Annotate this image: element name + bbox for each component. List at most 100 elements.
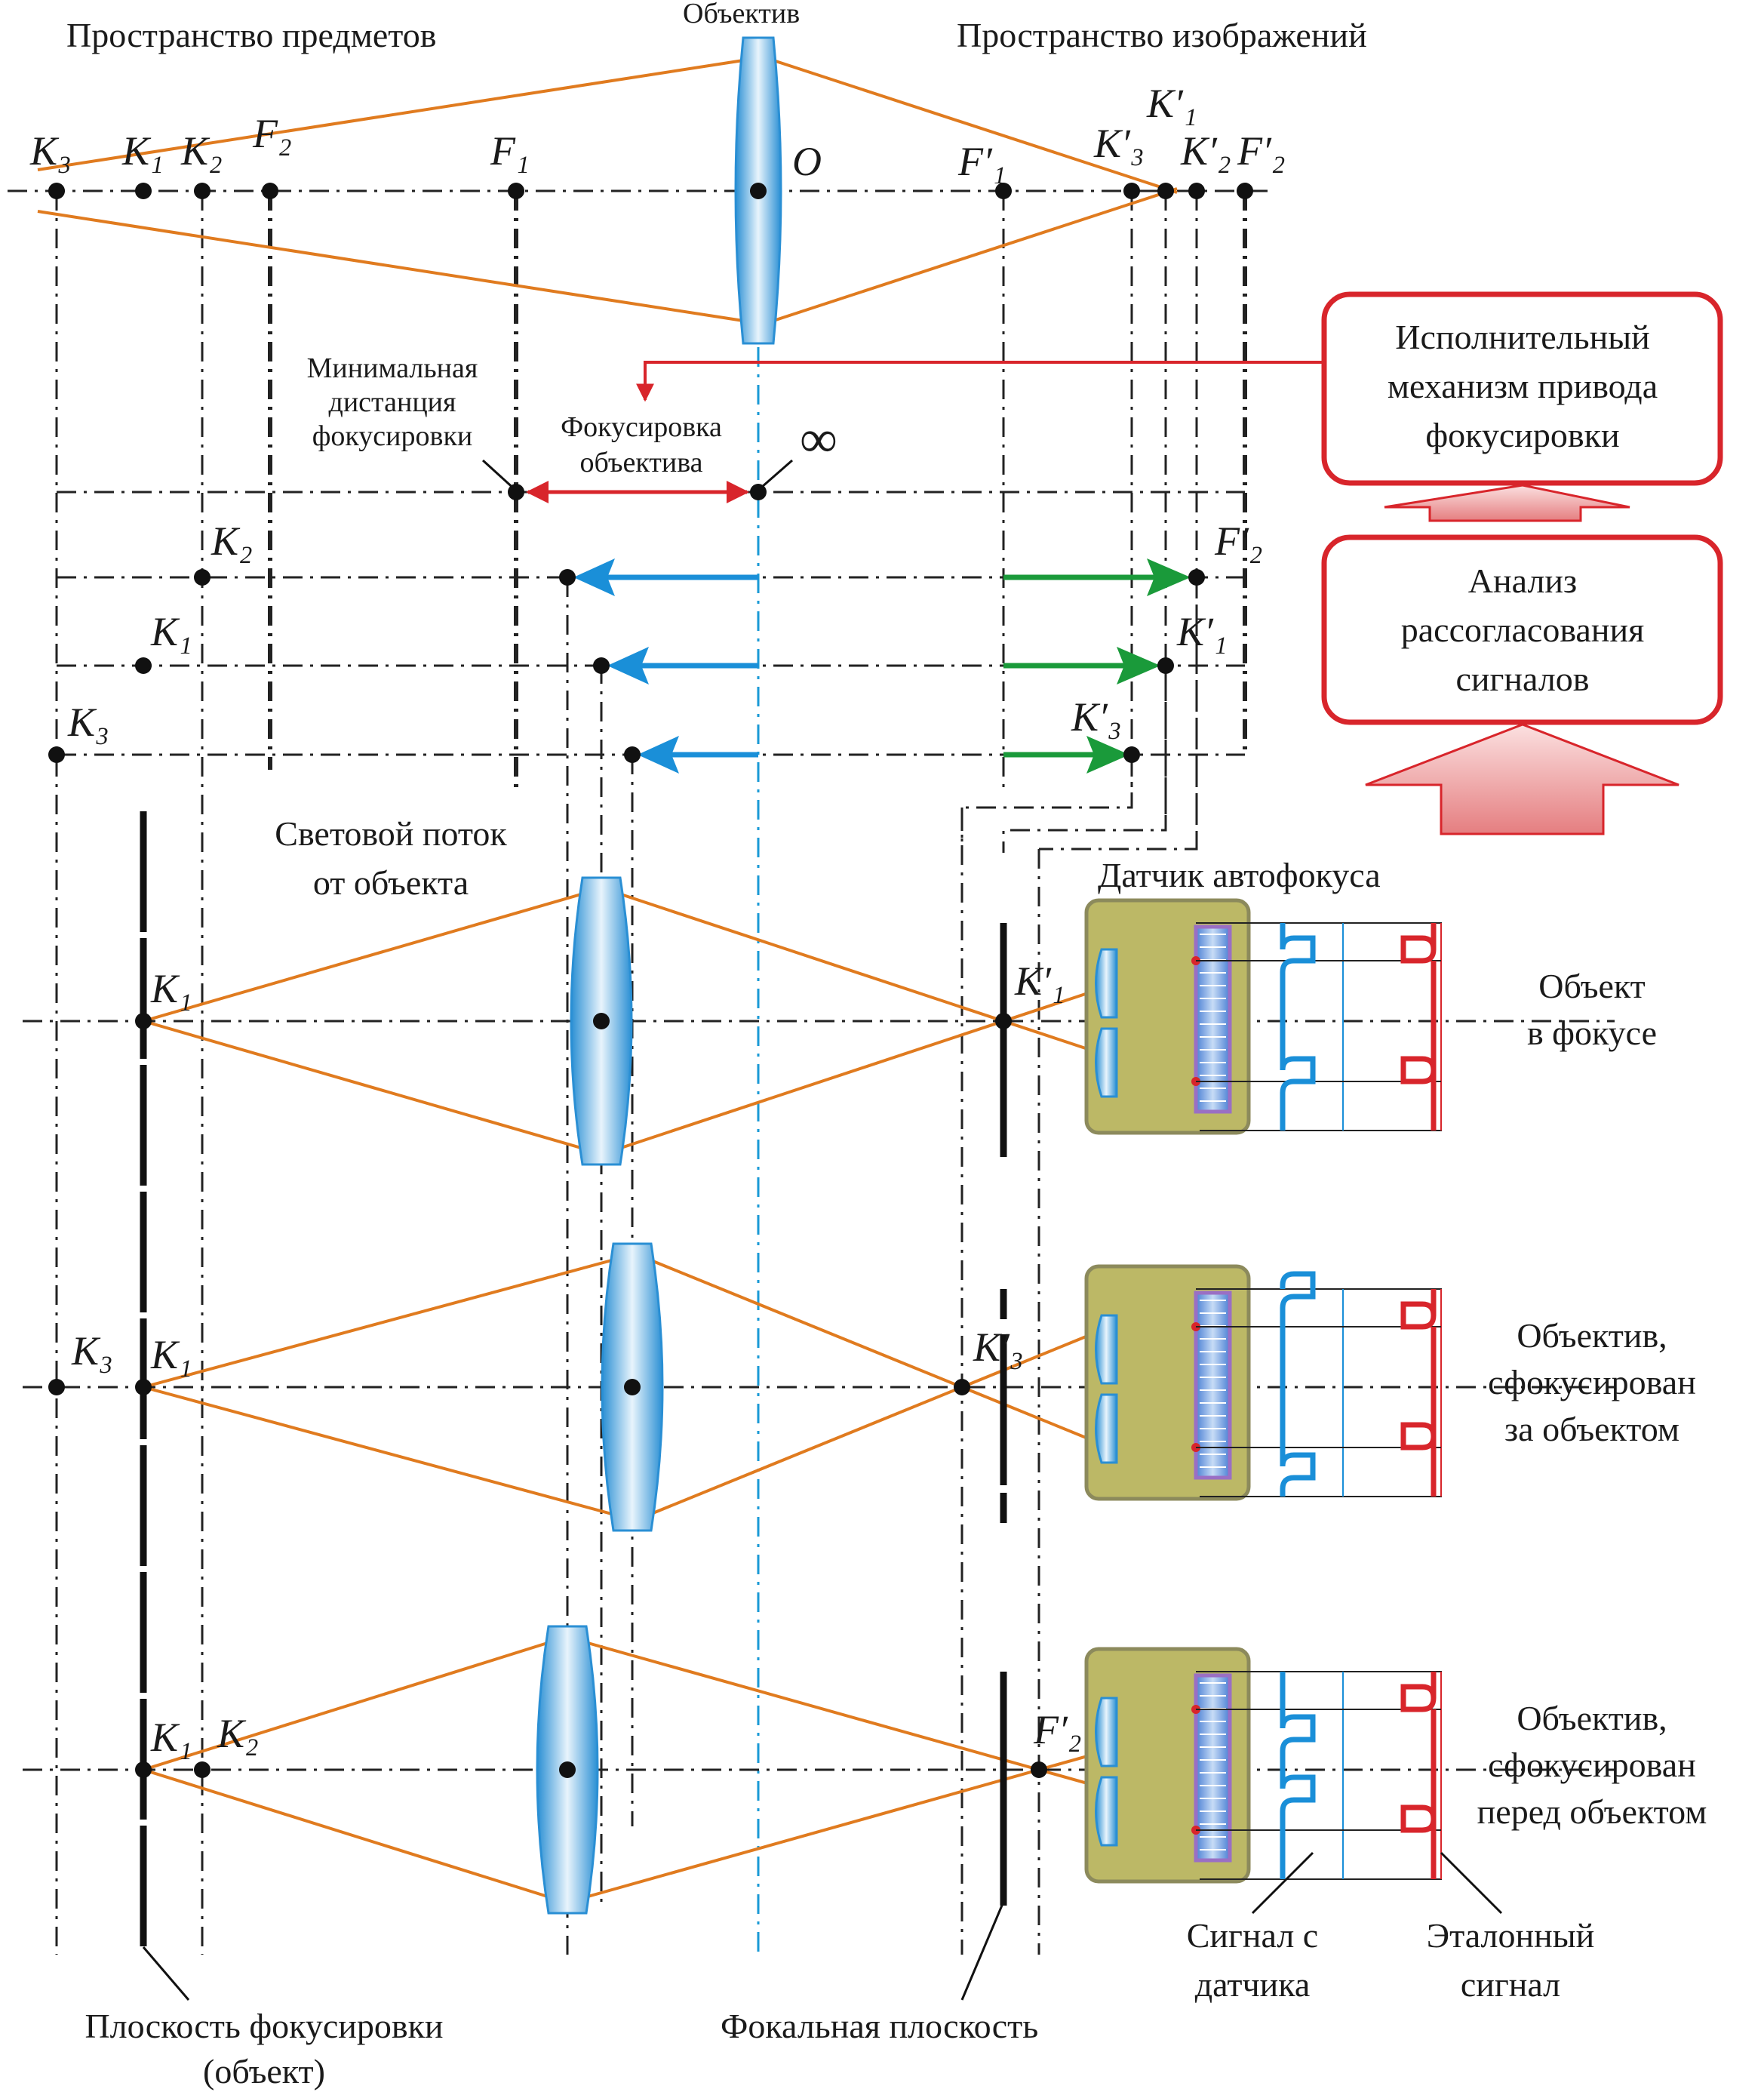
extra-point bbox=[194, 1761, 211, 1778]
analysis-line-2: рассогласования bbox=[1401, 611, 1645, 649]
reference-signal-label: Эталонный сигнал bbox=[1427, 1916, 1595, 2004]
sensor-signal-curve bbox=[1280, 1271, 1316, 1497]
ray bbox=[143, 1768, 553, 1900]
label-F1p: F′₁ bbox=[957, 139, 1006, 184]
label-K2p: K′₂ bbox=[1180, 128, 1231, 174]
light-flux-label: Световой поток от объекта bbox=[275, 814, 507, 902]
row-caption-line: перед объектом bbox=[1477, 1792, 1707, 1831]
ray bbox=[143, 1386, 618, 1517]
lens-focus-label: Фокусировка объектива bbox=[561, 411, 722, 478]
focus-plane-leader bbox=[142, 1946, 190, 2001]
arrow-analysis-to-actuator bbox=[1384, 484, 1630, 522]
object-point bbox=[135, 1761, 152, 1778]
row-caption-line: Объектив, bbox=[1517, 1316, 1667, 1355]
actuator-link bbox=[636, 361, 1324, 402]
actuator-box bbox=[1321, 291, 1723, 486]
label-K1p: K′₁ bbox=[1146, 81, 1197, 126]
ray bbox=[143, 1020, 587, 1151]
label-K1: K₁ bbox=[121, 128, 164, 174]
label-K3p: K′₃ bbox=[1093, 121, 1145, 166]
focal-plane-leader bbox=[960, 1901, 1005, 2001]
ray bbox=[143, 891, 587, 1023]
focus-range bbox=[481, 459, 793, 503]
reference-signal-line-2: сигнал bbox=[1461, 1965, 1560, 2004]
sensor-signal-line-2: датчика bbox=[1195, 1965, 1311, 2004]
arrow-to-analysis bbox=[1365, 723, 1679, 835]
reference-signal-curve bbox=[1400, 1289, 1437, 1497]
lens-focus-line-2: объектива bbox=[579, 447, 702, 478]
ray bbox=[143, 1640, 553, 1771]
analysis-line-3: сигналов bbox=[1455, 660, 1589, 698]
image-point bbox=[954, 1379, 970, 1395]
sensor-microlens bbox=[1095, 1776, 1118, 1847]
row-object-label: K₁ bbox=[150, 966, 192, 1011]
scale-F2p: F′₂ bbox=[1214, 518, 1263, 564]
ray bbox=[143, 1257, 618, 1389]
extra-point bbox=[48, 1379, 65, 1395]
actuator-line-2: механизм привода bbox=[1388, 367, 1658, 405]
label-K3: K₃ bbox=[29, 128, 72, 174]
lens-focus-line-1: Фокусировка bbox=[561, 411, 722, 443]
focal-plane-label: Фокальная плоскость bbox=[721, 2007, 1038, 2045]
header-object-space: Пространство предметов bbox=[66, 16, 436, 54]
row-extra-label: K₃ bbox=[71, 1328, 113, 1374]
top-points bbox=[48, 183, 1253, 199]
object-point bbox=[135, 1379, 152, 1395]
analysis-line-1: Анализ bbox=[1468, 561, 1577, 600]
min-distance-label: Минимальная дистанция фокусировки bbox=[307, 352, 478, 452]
reference-signal-line-1: Эталонный bbox=[1427, 1916, 1595, 1955]
label-K2: K₂ bbox=[180, 128, 223, 174]
image-point bbox=[1031, 1761, 1047, 1778]
row-caption-line: в фокусе bbox=[1527, 1014, 1657, 1052]
lens-center-point bbox=[593, 1013, 610, 1029]
rows-layer bbox=[23, 876, 1615, 1915]
row-image-label: K′₁ bbox=[1014, 958, 1065, 1004]
scale-K2: K₂ bbox=[211, 518, 253, 564]
light-flux-line-1: Световой поток bbox=[275, 814, 507, 853]
sensor-signal-line-1: Сигнал с bbox=[1187, 1916, 1318, 1955]
sensor-array bbox=[1194, 1291, 1232, 1480]
header-image-space: Пространство изображений bbox=[957, 16, 1367, 54]
object-point bbox=[135, 1013, 152, 1029]
sensor-signal-label: Сигнал с датчика bbox=[1187, 1916, 1318, 2004]
scale-K1: K₁ bbox=[150, 609, 192, 654]
scale-K3p: K′₃ bbox=[1071, 694, 1122, 740]
label-F2p: F′₂ bbox=[1237, 128, 1286, 174]
row-caption-line: сфокусирован bbox=[1488, 1363, 1696, 1401]
row-caption-line: сфокусирован bbox=[1488, 1746, 1696, 1784]
actuator-line-1: Исполнительный bbox=[1395, 318, 1649, 356]
row-image-label: K′₃ bbox=[973, 1324, 1024, 1370]
min-distance-line-3: фокусировки bbox=[312, 420, 473, 452]
header-lens: Объектив bbox=[683, 0, 800, 29]
label-F2: F₂ bbox=[252, 111, 292, 156]
scale-arrows bbox=[48, 558, 1205, 774]
row-object-label: K₁ bbox=[150, 1715, 192, 1760]
lens-center-point bbox=[624, 1379, 641, 1395]
af-sensor-label: Датчик автофокуса bbox=[1098, 856, 1381, 894]
analysis-box-text: Анализ рассогласования сигналов bbox=[1401, 561, 1645, 698]
row-image-label: F′₂ bbox=[1033, 1707, 1082, 1752]
sensor-microlens bbox=[1095, 1393, 1118, 1464]
row-extra-label: K₂ bbox=[217, 1711, 259, 1756]
label-O: O bbox=[792, 139, 822, 184]
top-rays bbox=[37, 59, 1178, 322]
sensor-microlens bbox=[1095, 1027, 1118, 1098]
scale-K3: K₃ bbox=[67, 700, 109, 745]
analysis-box bbox=[1321, 534, 1723, 725]
sensor-signal-leader bbox=[1251, 1851, 1314, 1915]
sensor-microlens bbox=[1095, 948, 1118, 1019]
sensor-microlens bbox=[1095, 1314, 1118, 1385]
infinity-label: ∞ bbox=[800, 411, 837, 469]
focus-plane-line-2: (объект) bbox=[203, 2052, 325, 2090]
sensor-microlens bbox=[1095, 1697, 1118, 1767]
sensor-array bbox=[1194, 924, 1232, 1114]
row-object-label: K₁ bbox=[150, 1332, 192, 1377]
row-caption-line: Объект bbox=[1538, 967, 1646, 1005]
sensor-link-lines bbox=[960, 577, 1198, 853]
row-caption-line: за объектом bbox=[1504, 1410, 1679, 1448]
lens-center-point bbox=[559, 1761, 576, 1778]
sensor-signal-curve bbox=[1280, 1672, 1316, 1879]
sensor-signal-curve bbox=[1280, 923, 1316, 1131]
